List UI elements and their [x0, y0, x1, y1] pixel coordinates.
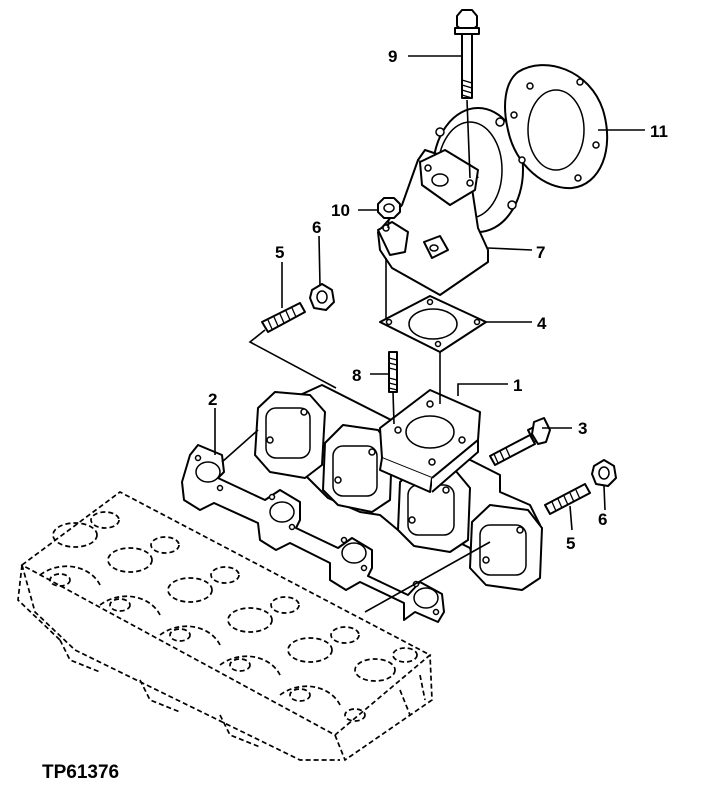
turbo-flange-gasket — [379, 295, 487, 353]
nut-part-10 — [377, 197, 401, 229]
round-flange-gasket — [504, 64, 609, 190]
exhaust-manifold-gasket — [181, 444, 445, 623]
cylinder-head-phantom — [17, 490, 433, 762]
callout-10: 10 — [331, 201, 350, 220]
exhaust-elbow — [377, 107, 524, 296]
callout-2: 2 — [208, 390, 217, 409]
figure-id: TP61376 — [42, 762, 119, 783]
callout-7: 7 — [536, 243, 545, 262]
stud-part-5-lower — [544, 483, 591, 515]
callout-5-lower: 5 — [566, 534, 575, 553]
bolt-part-3 — [489, 417, 551, 466]
callout-5-upper: 5 — [275, 243, 284, 262]
callout-6-upper: 6 — [312, 218, 321, 237]
callout-3: 3 — [578, 419, 587, 438]
long-bolt-part-9 — [454, 9, 480, 179]
exhaust-manifold — [254, 384, 543, 591]
leader-lines — [214, 55, 645, 531]
nut-part-6-lower — [591, 459, 617, 487]
stud-part-5-upper — [248, 302, 337, 389]
alignment-lines — [221, 258, 491, 613]
stud-part-8 — [388, 351, 398, 425]
nut-part-6-upper — [309, 283, 335, 311]
callout-11: 11 — [650, 122, 668, 141]
callout-9: 9 — [388, 47, 397, 66]
callout-4: 4 — [537, 314, 547, 333]
callout-6-lower: 6 — [598, 510, 607, 529]
callout-1: 1 — [513, 376, 522, 395]
callout-8: 8 — [352, 366, 361, 385]
